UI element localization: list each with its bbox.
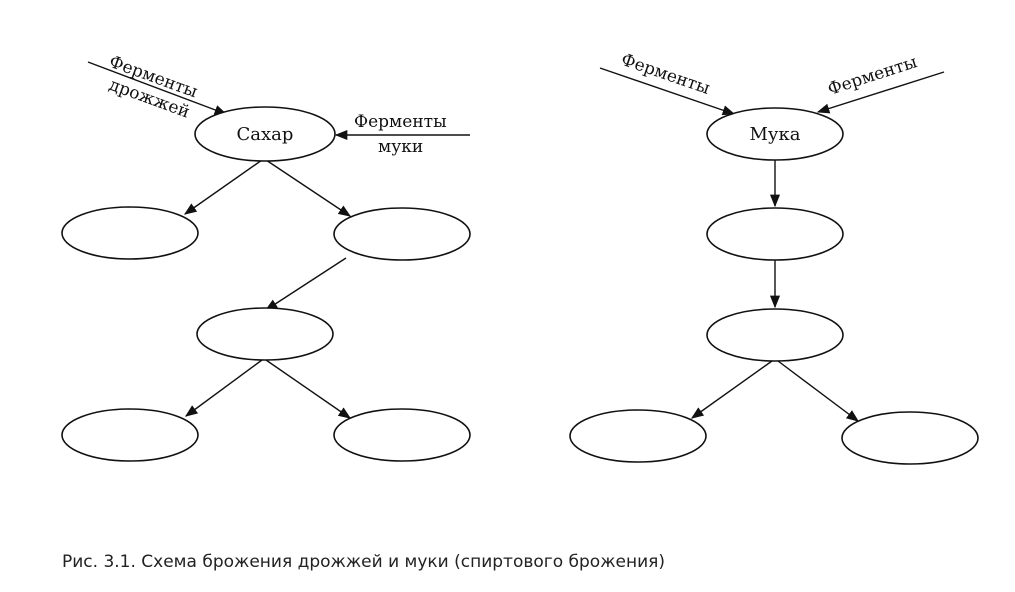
edge-right-to-middle — [264, 257, 347, 311]
node-sugar — [194, 106, 336, 162]
edge-level3-to-left — [690, 360, 773, 419]
node-flour-label: Мука — [749, 124, 800, 145]
node-left-level2-a — [61, 206, 199, 260]
enzyme-flour-label-line1: Ферменты — [354, 112, 447, 132]
node-flour — [706, 107, 844, 161]
left-scheme: Ферменты дрожжей Ферменты муки Сахар — [61, 52, 471, 462]
node-right-level3 — [706, 308, 844, 362]
edge-middle-to-right — [265, 359, 352, 419]
right-scheme: Ферменты Ферменты Мука — [569, 50, 979, 465]
node-left-level3 — [196, 307, 334, 361]
enzyme-right-arrow — [816, 71, 945, 114]
enzyme-left-label: Ферменты — [618, 50, 712, 99]
node-right-level2 — [706, 207, 844, 261]
edge-sugar-to-right — [265, 159, 352, 217]
node-sugar-label: Сахар — [237, 124, 294, 145]
enzyme-right-label: Ферменты — [825, 52, 919, 100]
node-left-level4-b — [333, 408, 471, 462]
figure-caption: Рис. 3.1. Схема брожения дрожжей и муки … — [62, 552, 665, 572]
edge-level3-to-right — [777, 360, 860, 422]
edge-sugar-to-left — [183, 159, 263, 215]
enzyme-left-arrow — [599, 67, 736, 116]
enzyme-flour-label-line2: муки — [378, 137, 423, 157]
node-right-level4-a — [569, 409, 707, 463]
enzyme-yeast-arrow — [87, 61, 228, 115]
node-left-level2-b — [333, 207, 471, 261]
edge-middle-to-left — [184, 359, 263, 417]
node-left-level4-a — [61, 408, 199, 462]
node-right-level4-b — [841, 411, 979, 465]
